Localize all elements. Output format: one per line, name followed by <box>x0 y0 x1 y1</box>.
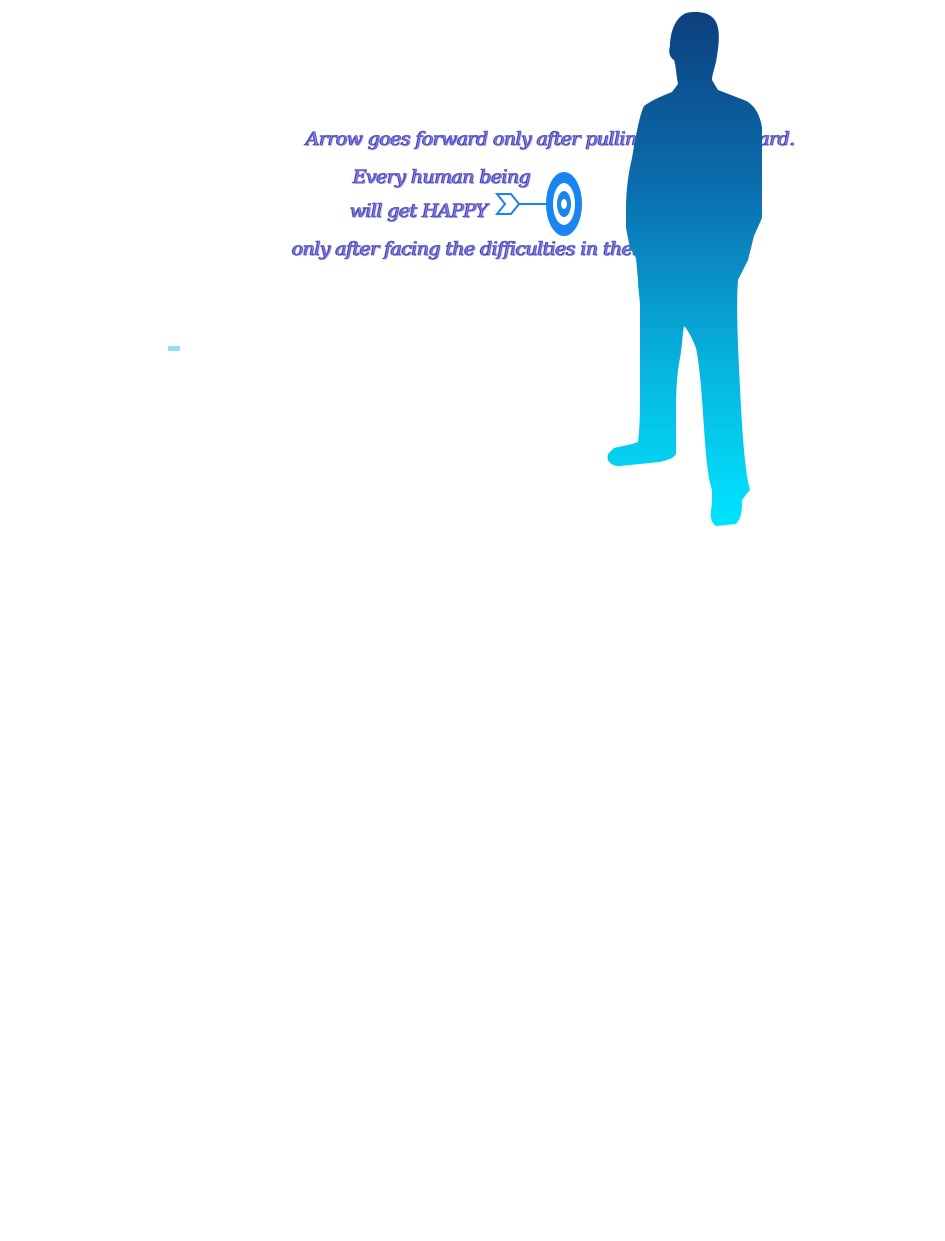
target-icon <box>546 172 582 236</box>
arrow-target-icon <box>494 172 582 236</box>
quote-block: Arrow goes forward only after pulling in… <box>280 118 796 278</box>
man-silhouette <box>607 12 762 526</box>
quote-line-3: will get HAPPY <box>350 200 489 223</box>
quote-line-2: Every human being <box>353 166 532 189</box>
color-speck <box>168 346 180 351</box>
